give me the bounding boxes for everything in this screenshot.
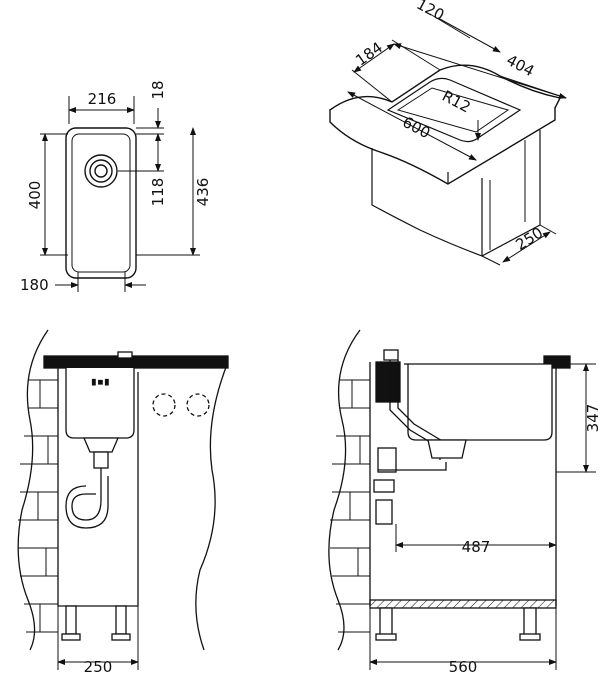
countertop-front-left xyxy=(375,361,401,403)
label-18: 18 xyxy=(149,80,167,99)
svg-text:▮ ▪ ▮: ▮ ▪ ▮ xyxy=(92,378,109,386)
label-487: 487 xyxy=(462,538,491,556)
countertop-side xyxy=(43,355,229,369)
drain-trap xyxy=(83,437,119,453)
iso-view xyxy=(328,13,567,266)
dashed-circle-1 xyxy=(152,393,176,417)
dim-line-600 xyxy=(347,91,477,161)
label-400: 400 xyxy=(26,181,44,210)
label-184: 184 xyxy=(352,38,386,69)
drain-center xyxy=(94,164,108,178)
label-560: 560 xyxy=(449,658,478,674)
dashed-circle-2 xyxy=(186,393,210,417)
side-view: ▮ ▪ ▮ xyxy=(17,329,229,670)
brick-wall xyxy=(18,379,58,633)
sink-outer-outline xyxy=(65,127,137,279)
front-view-labels: 347 487 560 xyxy=(449,404,600,674)
dim-line-404 xyxy=(393,43,567,99)
leg-left xyxy=(65,605,77,635)
cabinet-left-wall xyxy=(371,148,483,257)
dim-line-250-iso xyxy=(502,231,551,263)
top-view xyxy=(40,96,200,292)
dim-line-120 xyxy=(437,17,501,53)
top-view-labels: 216 180 400 18 118 436 xyxy=(20,80,212,294)
drain-front xyxy=(427,439,467,459)
sink-bowl-front xyxy=(407,364,553,441)
label-404: 404 xyxy=(503,51,537,80)
wall-profile-front xyxy=(328,329,361,651)
countertop-front-edge xyxy=(329,108,556,185)
drain-inner-ring xyxy=(89,159,113,183)
label-216: 216 xyxy=(88,90,117,108)
wall-profile-right xyxy=(195,361,229,651)
front-view xyxy=(328,329,596,670)
drain-outer-ring xyxy=(84,154,118,188)
sink-inner-outline xyxy=(71,133,131,273)
label-250-iso: 250 xyxy=(512,224,546,254)
leg-right xyxy=(115,605,127,635)
plinth xyxy=(369,599,557,609)
leg-front-right xyxy=(523,607,537,637)
dim-line-184 xyxy=(353,43,395,73)
brick-wall-front xyxy=(330,379,370,633)
label-436: 436 xyxy=(194,178,212,207)
label-347: 347 xyxy=(584,404,600,433)
label-250-side: 250 xyxy=(84,658,113,674)
label-180: 180 xyxy=(20,276,49,294)
wall-profile-left xyxy=(17,329,49,651)
label-118: 118 xyxy=(149,178,167,207)
leg-front-left xyxy=(379,607,393,637)
